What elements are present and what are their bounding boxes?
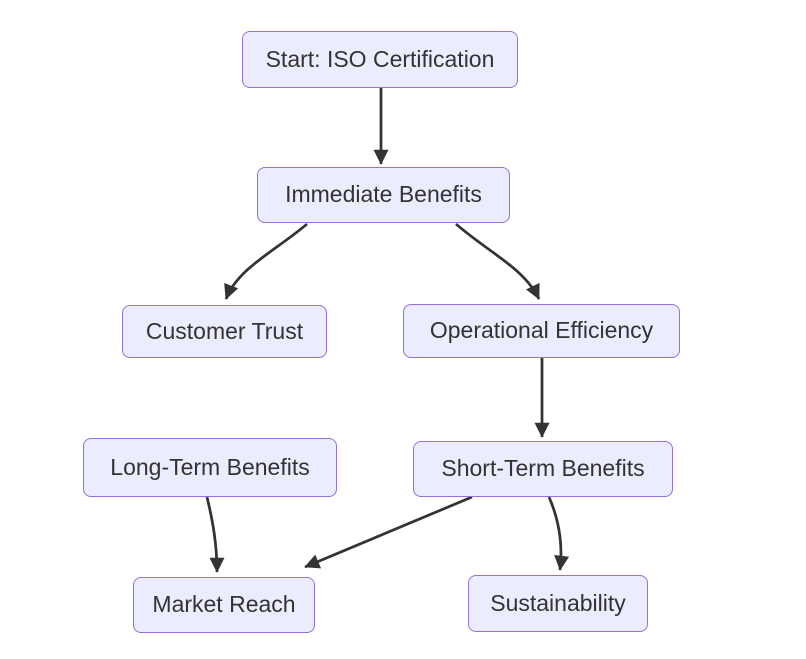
node-start-iso-certification: Start: ISO Certification xyxy=(242,31,518,88)
node-label: Market Reach xyxy=(152,591,296,618)
node-operational-efficiency: Operational Efficiency xyxy=(403,304,680,358)
node-label: Sustainability xyxy=(490,589,626,616)
node-market-reach: Market Reach xyxy=(133,577,315,633)
node-label: Start: ISO Certification xyxy=(265,45,495,72)
edge-immediate-benefits-to-customer-trust xyxy=(224,222,308,300)
edge-immediate-benefits-to-operational-efficiency xyxy=(455,222,541,300)
node-sustainability: Sustainability xyxy=(468,575,648,632)
node-label: Immediate Benefits xyxy=(285,181,482,208)
node-immediate-benefits: Immediate Benefits xyxy=(257,167,510,223)
node-label: Short-Term Benefits xyxy=(441,455,645,482)
edge-short-term-benefits-to-market-reach xyxy=(304,495,473,569)
node-label: Customer Trust xyxy=(145,317,304,344)
node-customer-trust: Customer Trust xyxy=(122,305,327,358)
node-short-term-benefits: Short-Term Benefits xyxy=(413,441,673,497)
edge-short-term-benefits-to-sustainability xyxy=(547,496,570,571)
node-label: Long-Term Benefits xyxy=(110,453,310,480)
node-label: Operational Efficiency xyxy=(429,317,654,344)
node-long-term-benefits: Long-Term Benefits xyxy=(83,438,337,497)
edge-long-term-benefits-to-market-reach xyxy=(205,496,225,573)
